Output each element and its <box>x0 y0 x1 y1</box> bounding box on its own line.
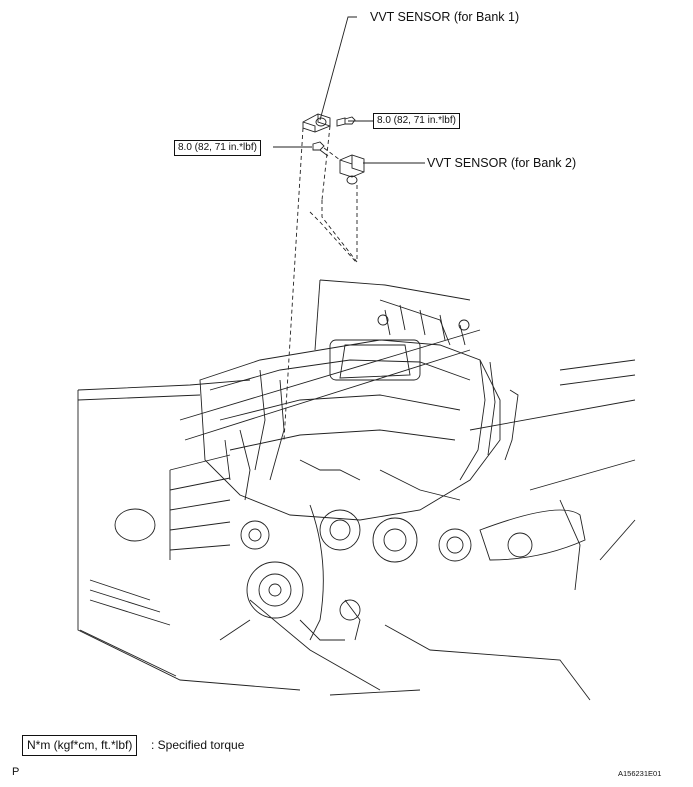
install-path-lines <box>283 125 358 441</box>
engine-assembly <box>199 299 519 521</box>
vehicle-body <box>77 279 636 701</box>
leader-lines <box>273 16 425 164</box>
vvt-sensor-bank1-label: VVT SENSOR (for Bank 1) <box>370 10 520 24</box>
vvt-sensor-bank2-label: VVT SENSOR (for Bank 2) <box>427 156 577 170</box>
vvt-sensor-bank1 <box>302 113 331 133</box>
bank1-leader <box>319 16 357 121</box>
figure-id: A156231E01 <box>618 769 662 778</box>
zigzag-break <box>309 211 357 263</box>
torque-unit-legend-box: N*m (kgf*cm, ft.*lbf) <box>22 735 138 756</box>
bolt-bank1 <box>336 116 356 127</box>
frame-rails <box>179 329 481 641</box>
grille <box>169 454 231 560</box>
vvt-sensor-bank2 <box>339 154 365 185</box>
headlight-right <box>479 509 586 561</box>
torque-spec-bank2: 8.0 (82, 71 in.*lbf) <box>174 140 261 156</box>
torque-legend-description: : Specified torque <box>151 738 245 752</box>
engine-pulleys <box>240 504 533 641</box>
page-letter: P <box>12 766 20 778</box>
torque-spec-bank1: 8.0 (82, 71 in.*lbf) <box>373 113 460 129</box>
fog-light-left <box>114 508 156 542</box>
